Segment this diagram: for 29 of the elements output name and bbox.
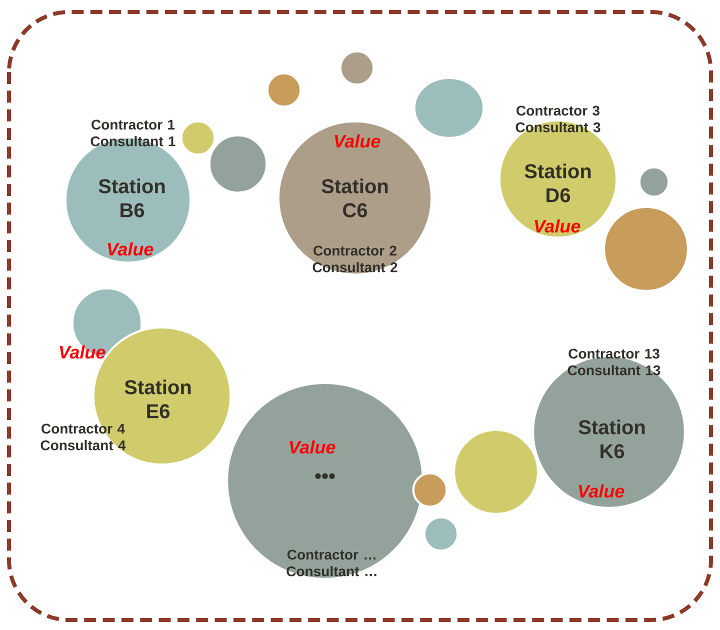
circle-shape [266,72,302,108]
contractor-label: Contractor … Consultant … [286,550,376,576]
station-label: Station K6 [578,420,645,458]
value-label: Value [60,345,106,359]
contractor-label: Contractor 1 Consultant 1 [90,120,176,146]
value-label: Value [334,134,380,148]
station-label: Station B6 [98,178,165,218]
circle-shape [602,206,690,292]
station-circle [498,119,618,239]
station-circle [226,382,424,580]
ellipsis-label: ••• [315,473,335,479]
station-label: Station E6 [124,380,191,418]
value-label: Value [534,219,580,233]
station-circle [277,120,433,276]
value-label: Value [108,242,154,256]
circle-shape [638,166,670,198]
station-circle [64,136,192,264]
value-label: Value [290,440,336,454]
circle-shape [412,472,448,508]
circle-shape [413,76,485,140]
circle-shape [208,134,268,194]
circle-shape [339,50,375,86]
value-label: Value [578,484,624,498]
station-label: Station D6 [524,164,591,202]
contractor-label: Contractor 13 Consultant 13 [568,348,660,376]
circle-shape [180,120,216,156]
circle-shape [423,516,459,552]
station-label: Station C6 [322,178,388,218]
circle-shape [452,428,540,516]
